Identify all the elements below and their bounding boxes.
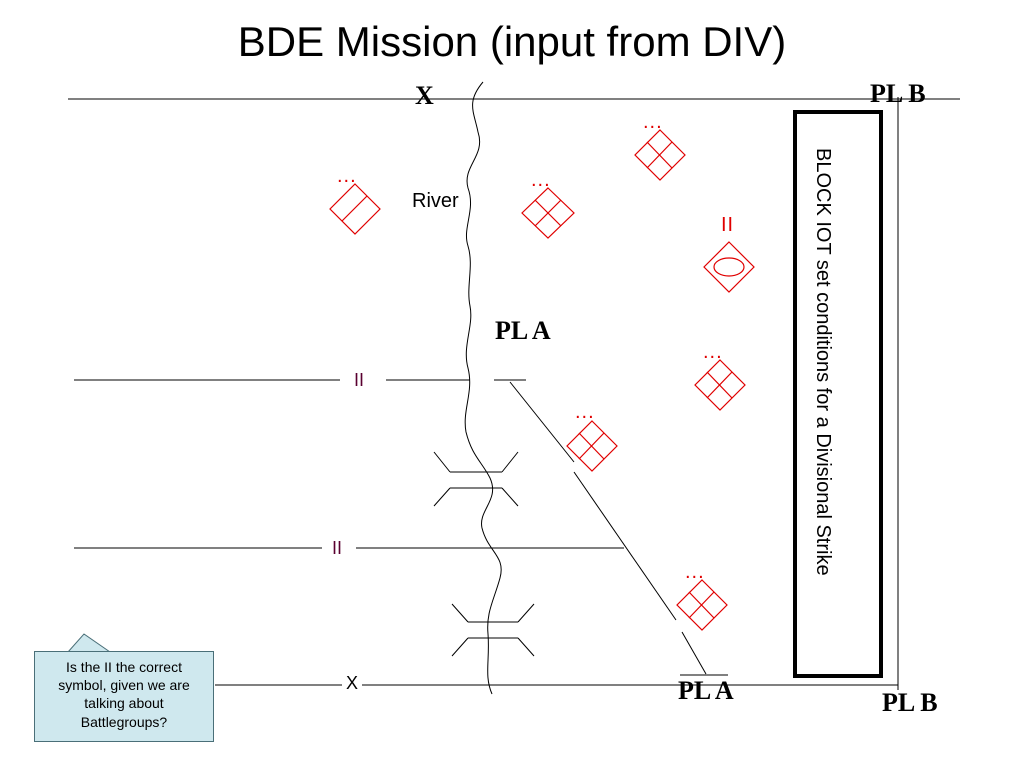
upper-boundary-mark: II (350, 370, 369, 391)
unit-size-mark-7: ... (685, 561, 705, 583)
unit-size-mark-1: ... (337, 165, 357, 187)
river-line (464, 81, 502, 695)
middle-boundary-mark: II (328, 538, 347, 559)
unit-symbol-1 (329, 183, 381, 235)
phase-line-a-seg-1 (509, 381, 575, 463)
unit-symbol-5 (694, 359, 746, 411)
task-box (793, 110, 883, 678)
comment-callout: Is the II the correct symbol, given we a… (34, 651, 214, 742)
unit-symbol-4 (703, 241, 755, 293)
bridge-symbol (433, 451, 519, 507)
phase-line-a-label: PL A (495, 316, 551, 345)
unit-symbol-2 (521, 187, 575, 239)
phase-line-a-seg-2 (573, 471, 677, 621)
slide-title: BDE Mission (input from DIV) (237, 18, 787, 65)
task-text: BLOCK IOT set conditions for a Divisiona… (812, 148, 834, 576)
unit-symbol-7 (676, 579, 728, 631)
lower-boundary-mark: X (342, 673, 363, 694)
unit-size-mark-6: ... (575, 401, 595, 423)
phase-line-b-bottom-label: PL B (882, 688, 938, 717)
unit-size-mark-3: ... (643, 111, 663, 133)
phase-line-b-top-label: PL B (870, 79, 926, 108)
bridge-symbol (451, 603, 535, 657)
river-label: River (412, 190, 459, 212)
unit-symbol-3 (634, 129, 686, 181)
unit-size-mark-2: ... (531, 169, 551, 191)
phase-line-a-bottom-label: PL A (678, 676, 734, 705)
unit-symbol-6 (566, 420, 618, 472)
unit-size-mark-4: II (721, 214, 735, 236)
brigade-boundary-label: X (415, 81, 434, 110)
unit-size-mark-5: ... (703, 341, 723, 363)
phase-line-a-seg-3 (681, 631, 707, 675)
